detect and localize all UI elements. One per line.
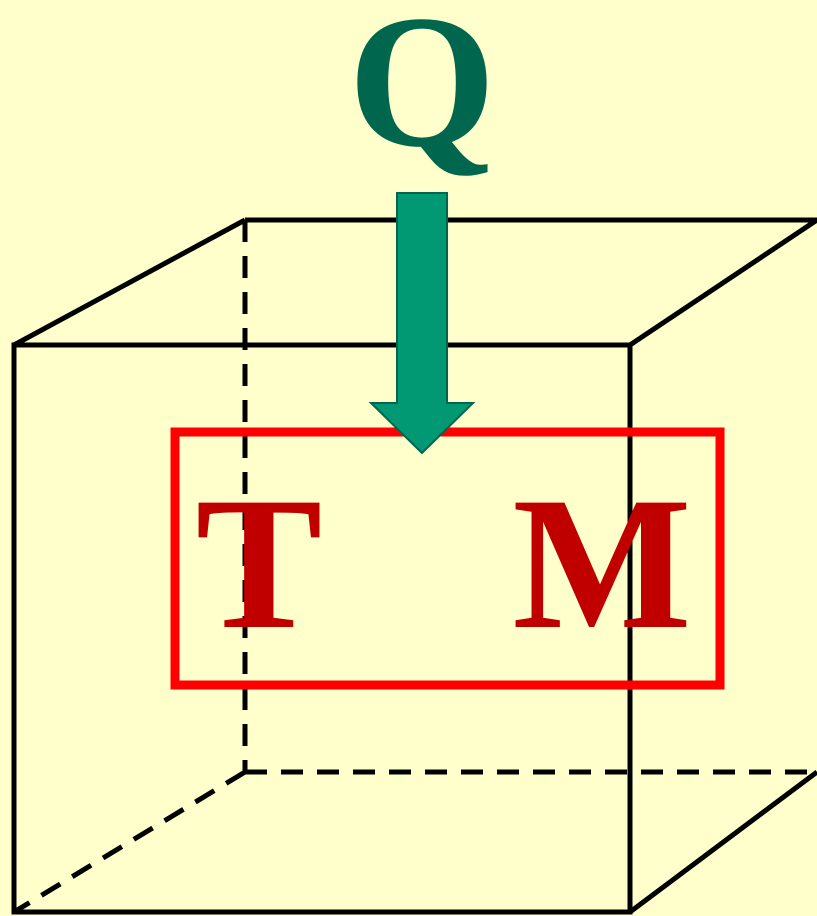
cube-visible-edges bbox=[11, 217, 817, 915]
cube-front-face bbox=[11, 342, 633, 915]
cube-bottom-right-edge bbox=[628, 769, 817, 915]
cube-top-left-edge bbox=[12, 217, 247, 348]
heat-label: Q bbox=[348, 0, 496, 187]
cube-hidden-edges bbox=[12, 220, 817, 915]
cube-top-right-edge bbox=[628, 217, 817, 348]
temperature-label: T bbox=[196, 459, 323, 669]
heat-flow-arrow bbox=[368, 192, 476, 455]
hidden-edge-diagonal bbox=[12, 769, 247, 915]
mass-label: M bbox=[512, 459, 691, 669]
system-boundary bbox=[170, 427, 725, 690]
